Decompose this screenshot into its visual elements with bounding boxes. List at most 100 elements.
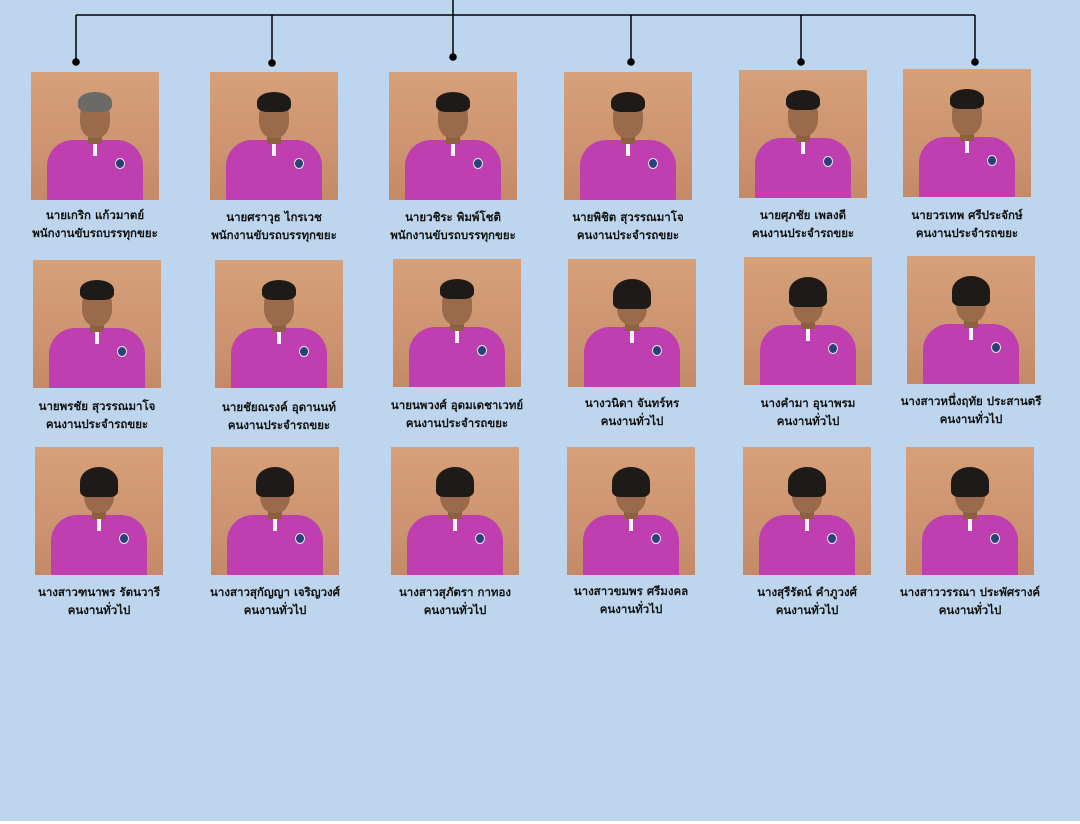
staff-role: คนงานทั่วไป — [938, 603, 1002, 617]
staff-role: คนงานประจำรถขยะ — [751, 226, 855, 240]
shirt-placket — [630, 327, 634, 343]
shirt-placket — [451, 140, 455, 156]
staff-card: นางสาวสุภัตรา กาทองคนงานทั่วไป — [355, 447, 555, 619]
shirt-placket — [455, 327, 459, 343]
staff-name: นางสาววรรณา ประพัศรางค์ — [899, 585, 1041, 599]
shirt-placket — [965, 137, 969, 153]
hair — [80, 467, 118, 497]
staff-card: นายวรเทพ ศรีประจักษ์คนงานประจำรถขยะ — [867, 69, 1067, 242]
staff-role: คนงานประจำรถขยะ — [576, 228, 680, 242]
staff-card: นายศราวุธ ไกรเวชพนักงานขับรถบรรทุกขยะ — [174, 72, 374, 244]
staff-name: นายพิชิต สุวรรณมาโจ — [572, 210, 684, 224]
shirt-placket — [801, 138, 805, 154]
staff-photo — [568, 259, 696, 387]
staff-name: นางสาวฑนาพร รัตนวารี — [37, 585, 161, 599]
staff-photo — [211, 447, 339, 575]
hair — [789, 277, 827, 307]
bottom-divider — [0, 821, 1080, 824]
hair — [612, 467, 650, 497]
staff-name: นายนพวงศ์ อุดมเดชาเวทย์ — [390, 398, 524, 412]
staff-role: คนงานประจำรถขยะ — [405, 416, 509, 430]
staff-card: นายเกริก แก้วมาตย์พนักงานขับรถบรรทุกขยะ — [0, 72, 195, 242]
hair — [786, 90, 820, 110]
staff-role: คนงานทั่วไป — [600, 414, 664, 428]
staff-role: พนักงานขับรถบรรทุกขยะ — [211, 228, 337, 242]
staff-name: นางสาวขมพร ศรีมงคล — [573, 584, 689, 598]
pink-polo-shirt — [759, 515, 855, 575]
shirt-placket — [277, 328, 281, 344]
hair — [613, 279, 651, 309]
shirt-logo — [119, 533, 129, 544]
shirt-placket — [453, 515, 457, 531]
staff-name: นางคำมา อุนาพรม — [760, 396, 856, 410]
shirt-logo — [987, 155, 997, 166]
connector-dot — [449, 53, 457, 61]
staff-photo — [743, 447, 871, 575]
connector-dot — [72, 58, 80, 66]
pink-polo-shirt — [760, 325, 856, 385]
shirt-logo — [475, 533, 485, 544]
staff-name: นายเกริก แก้วมาตย์ — [45, 208, 145, 222]
staff-photo — [907, 256, 1035, 384]
shirt-placket — [95, 328, 99, 344]
staff-photo — [903, 69, 1031, 197]
shirt-logo — [827, 533, 837, 544]
shirt-placket — [626, 140, 630, 156]
hair — [440, 279, 474, 299]
shirt-logo — [648, 158, 658, 169]
shirt-logo — [473, 158, 483, 169]
staff-role: พนักงานขับรถบรรทุกขยะ — [32, 226, 158, 240]
pink-polo-shirt — [226, 140, 322, 200]
connector-dot — [971, 58, 979, 66]
shirt-logo — [117, 346, 127, 357]
shirt-placket — [273, 515, 277, 531]
staff-photo — [210, 72, 338, 200]
shirt-placket — [805, 515, 809, 531]
staff-role: คนงานทั่วไป — [776, 414, 840, 428]
staff-photo — [31, 72, 159, 200]
hair — [950, 89, 984, 109]
shirt-placket — [629, 515, 633, 531]
pink-polo-shirt — [49, 328, 145, 388]
pink-polo-shirt — [405, 140, 501, 200]
shirt-placket — [969, 324, 973, 340]
hair — [78, 92, 112, 112]
staff-photo — [906, 447, 1034, 575]
shirt-logo — [990, 533, 1000, 544]
pink-polo-shirt — [923, 324, 1019, 384]
staff-role: คนงานทั่วไป — [243, 603, 307, 617]
staff-name: นางสาวสุภัตรา กาทอง — [398, 585, 512, 599]
hair — [788, 467, 826, 497]
pink-polo-shirt — [922, 515, 1018, 575]
shirt-placket — [968, 515, 972, 531]
pink-polo-shirt — [409, 327, 505, 387]
staff-card: นางสาววรรณา ประพัศรางค์คนงานทั่วไป — [870, 447, 1070, 619]
staff-photo — [739, 70, 867, 198]
shirt-logo — [477, 345, 487, 356]
pink-polo-shirt — [227, 515, 323, 575]
hair — [257, 92, 291, 112]
shirt-logo — [991, 342, 1001, 353]
staff-photo — [567, 447, 695, 575]
staff-name: นางวนิดา จันทร์หร — [584, 396, 680, 410]
staff-card: นางวนิดา จันทร์หรคนงานทั่วไป — [532, 259, 732, 430]
pink-polo-shirt — [47, 140, 143, 200]
staff-role: พนักงานขับรถบรรทุกขยะ — [390, 228, 516, 242]
pink-polo-shirt — [755, 138, 851, 198]
staff-role: คนงานประจำรถขยะ — [915, 226, 1019, 240]
staff-name: นางสาวสุกัญญา เจริญวงศ์ — [210, 585, 340, 599]
shirt-logo — [828, 343, 838, 354]
shirt-placket — [97, 515, 101, 531]
staff-card: นายศุภชัย เพลงดีคนงานประจำรถขยะ — [703, 70, 903, 242]
staff-card: นายนพวงศ์ อุดมเดชาเวทย์คนงานประจำรถขยะ — [357, 259, 557, 432]
staff-photo — [389, 72, 517, 200]
pink-polo-shirt — [584, 327, 680, 387]
staff-card: นางคำมา อุนาพรมคนงานทั่วไป — [708, 257, 908, 430]
staff-role: คนงานทั่วไป — [67, 603, 131, 617]
shirt-placket — [272, 140, 276, 156]
hair — [80, 280, 114, 300]
staff-role: คนงานทั่วไป — [775, 603, 839, 617]
hair — [951, 467, 989, 497]
staff-card: นางสาวหนึ่งฤทัย ประสานตรีคนงานทั่วไป — [871, 256, 1071, 428]
staff-name: นายศราวุธ ไกรเวช — [226, 210, 322, 224]
